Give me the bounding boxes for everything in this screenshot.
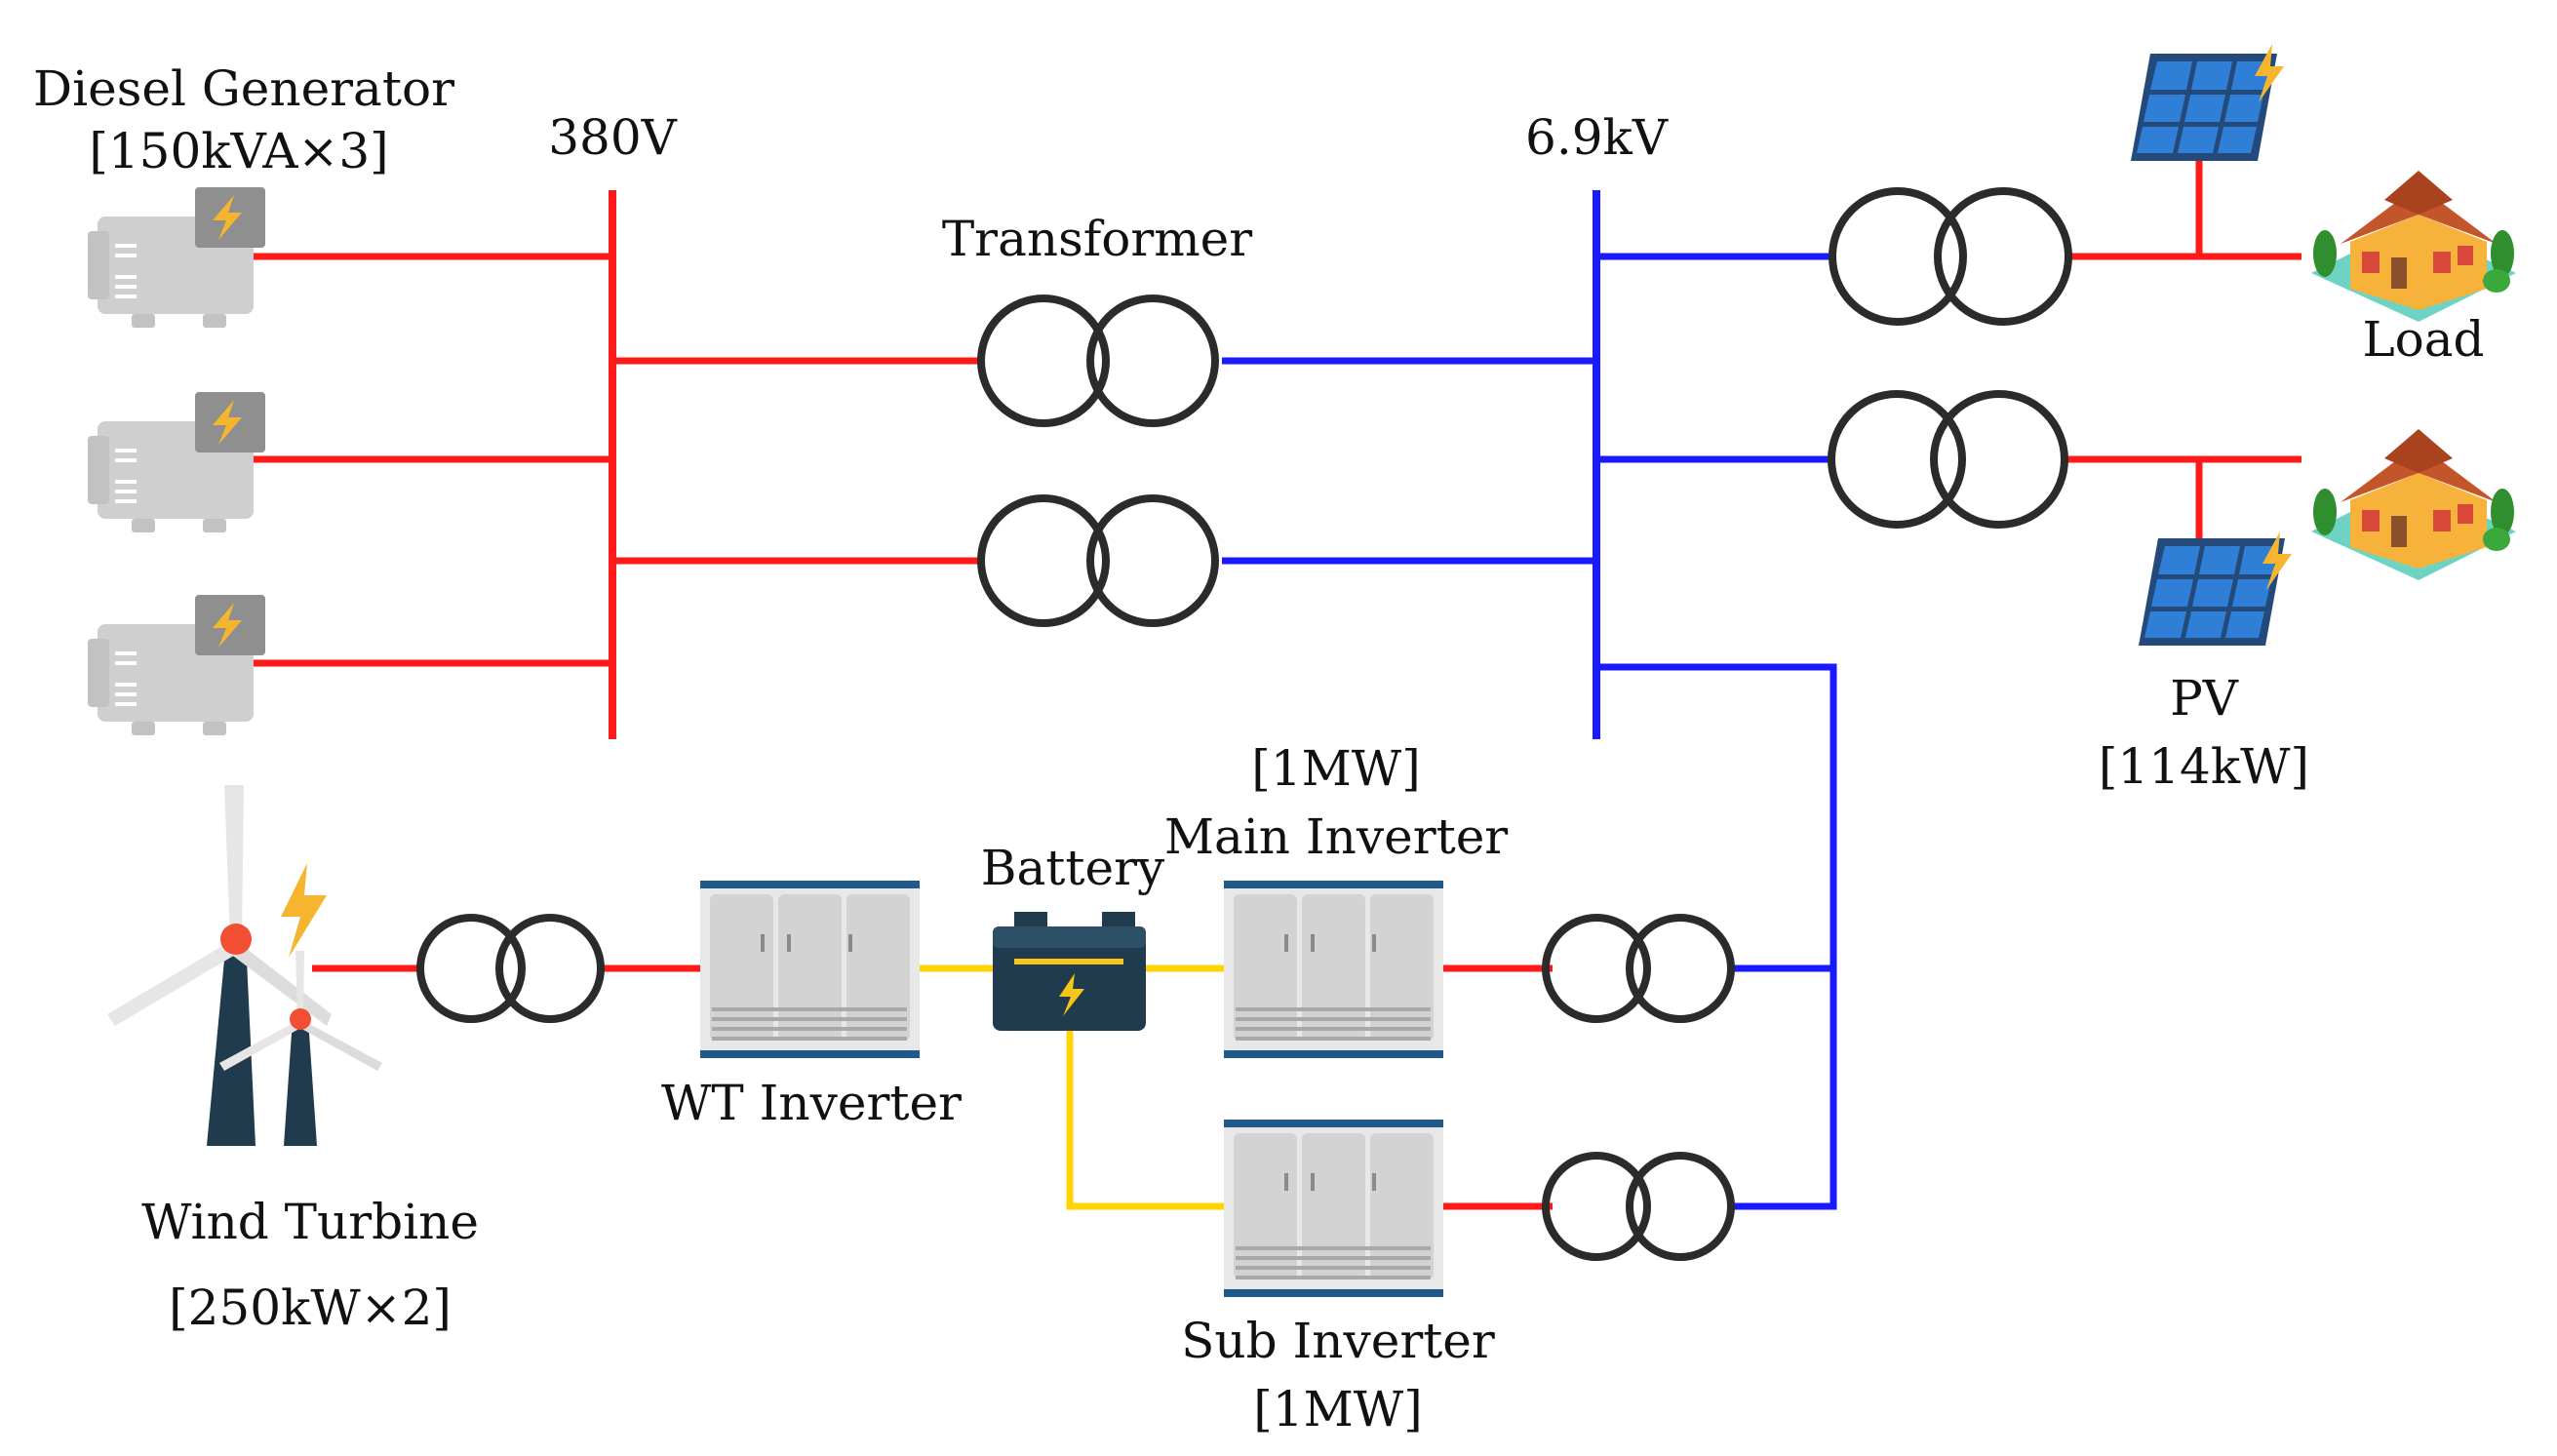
transformer-symbol [977,295,1219,427]
transformer-symbol [977,494,1219,627]
load-feeders [2065,151,2301,556]
main-inverter-rating: [1MW] [1251,740,1420,797]
pv-rating: [114kW] [2099,738,2309,795]
load-label: Load [2362,311,2484,368]
generator-icon [88,595,265,735]
transformer-symbol [1542,1152,1735,1261]
generator-icon [88,187,265,328]
wt-inverter-label: WT Inverter [661,1075,962,1131]
transformer-symbol [416,914,605,1023]
wind-turbine-rating: [250kW×2] [169,1279,452,1336]
inverter-icon [1224,881,1443,1058]
pv-title: PV [2170,670,2239,727]
solar-panel-icon [2139,531,2292,646]
storage-feeders [312,964,1553,1210]
sub-inverter-title: Sub Inverter [1181,1313,1495,1369]
inverter-icon [1224,1120,1443,1297]
transformer-label: Transformer [942,211,1252,267]
solar-panel-icon [2131,44,2284,161]
generator-feeders [254,253,983,667]
wind-turbine-icon [107,785,382,1146]
main-inverter-title: Main Inverter [1164,808,1508,865]
house-icon [2311,429,2516,580]
battery-icon [993,912,1146,1031]
generator-icon [88,392,265,532]
bus-6-9kv-label: 6.9kV [1525,109,1669,166]
inverter-icon [700,881,920,1058]
transformer-symbol [1829,187,2072,326]
battery-label: Battery [981,840,1165,896]
bus-380v-label: 380V [548,109,677,166]
hv-feeders [1222,253,1837,1210]
sub-inverter-rating: [1MW] [1253,1381,1422,1437]
transformer-symbol [1542,914,1735,1023]
house-icon [2311,171,2516,322]
diesel-rating: [150kVA×3] [89,123,388,179]
wind-turbine-title: Wind Turbine [141,1194,479,1250]
transformer-symbol [1828,390,2068,529]
diesel-title: Diesel Generator [33,60,454,117]
